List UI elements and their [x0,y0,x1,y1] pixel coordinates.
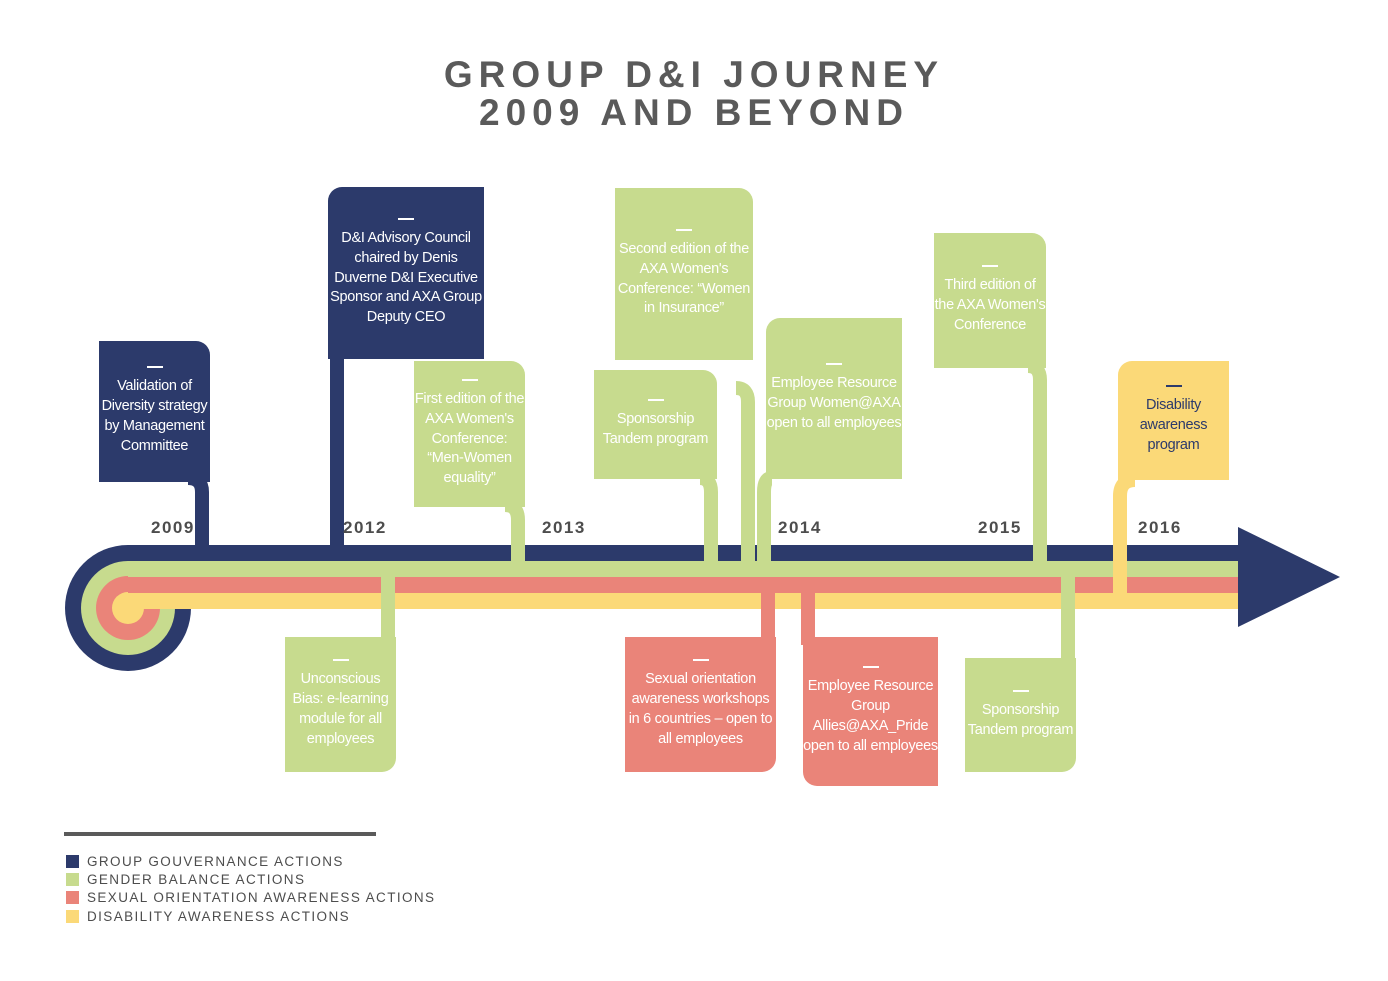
event-text: Employee Resource Group Women@AXA open t… [766,375,902,431]
event-card: Disability awareness program [1118,361,1229,480]
event-text: Sponsorship Tandem program [967,701,1074,738]
legend-swatch [66,872,79,886]
year-label: 2015 [978,518,1022,537]
legend-swatch [66,909,79,923]
event-text: Employee Resource Group Allies@AXA_Pride… [803,678,938,754]
year-label: 2013 [542,518,586,537]
event-card: Sexual orientation awareness workshops i… [625,637,776,772]
event-card: Second edition of the AXA Women's Confer… [615,188,753,360]
legend-item: SEXUAL ORIENTATION AWARENESS ACTIONS [66,889,435,905]
card-dash [862,666,879,669]
card-dash [982,265,998,268]
card-dash [676,228,692,231]
card-dash [692,659,709,662]
title-line-1: GROUP D&I JOURNEY [443,54,945,95]
event-text: Validation of Diversity strategy by Mana… [101,378,208,454]
event-card: Validation of Diversity strategy by Mana… [99,341,210,482]
event-text: Unconscious Bias: e-learning module for … [292,671,389,747]
legend-label: SEXUAL ORIENTATION AWARENESS ACTIONS [87,889,436,905]
card-dash [647,399,664,402]
card-dash [461,379,478,381]
legend-label: DISABILITY AWARENESS ACTIONS [87,908,351,924]
event-card: Employee Resource Group Allies@AXA_Pride… [803,637,938,786]
title-line-2: 2009 AND BEYOND [479,92,909,133]
legend-label: GROUP GOUVERNANCE ACTIONS [87,853,344,869]
orientation-ribbon [128,577,1243,593]
event-card: Sponsorship Tandem program [965,658,1076,772]
year-label: 2009 [151,518,195,537]
event-card: Employee Resource Group Women@AXA open t… [766,318,902,479]
card-dash [1165,385,1182,388]
legend-item: DISABILITY AWARENESS ACTIONS [66,908,350,924]
event-text: Second edition of the AXA Women's Confer… [617,240,751,317]
event-text: First edition of the AXA Women's Confere… [414,391,525,487]
event-text: D&I Advisory Council chaired by Denis Du… [330,230,482,326]
legend-rule [64,832,376,836]
event-card: Unconscious Bias: e-learning module for … [285,637,396,772]
event-card: Sponsorship Tandem program [594,370,717,479]
connector-2015-conf [1027,359,1047,568]
timeline-arrowhead [1238,527,1340,627]
legend-label: GENDER BALANCE ACTIONS [87,871,306,887]
event-text: Disability awareness program [1139,397,1208,453]
event-card: Third edition of the AXA Women's Confere… [934,233,1046,368]
connector-women-axa [757,471,773,568]
event-card: D&I Advisory Council chaired by Denis Du… [328,187,484,359]
legend-item: GENDER BALANCE ACTIONS [66,871,305,887]
legend-swatch [66,890,79,904]
disability-ribbon [128,593,1243,609]
card-dash [146,366,163,369]
card-dash [1012,689,1029,692]
event-text: Third edition of the AXA Women's Confere… [934,277,1046,333]
event-text: Sexual orientation awareness workshops i… [628,671,773,747]
year-label: 2014 [778,518,822,537]
gender-ribbon [128,561,1243,577]
card-dash [332,659,349,662]
legend-swatch [66,854,79,868]
legend-item: GROUP GOUVERNANCE ACTIONS [66,853,344,869]
year-label: 2016 [1138,518,1182,537]
governance-ribbon [128,545,1243,561]
connector-2013-conf [735,381,755,568]
card-dash [398,218,414,220]
year-label: 2012 [343,518,387,537]
event-text: Sponsorship Tandem program [602,411,709,447]
connector-2009 [187,471,209,552]
connector-disability [1113,473,1136,600]
card-dash [826,363,842,366]
event-card: First edition of the AXA Women's Confere… [414,361,525,507]
